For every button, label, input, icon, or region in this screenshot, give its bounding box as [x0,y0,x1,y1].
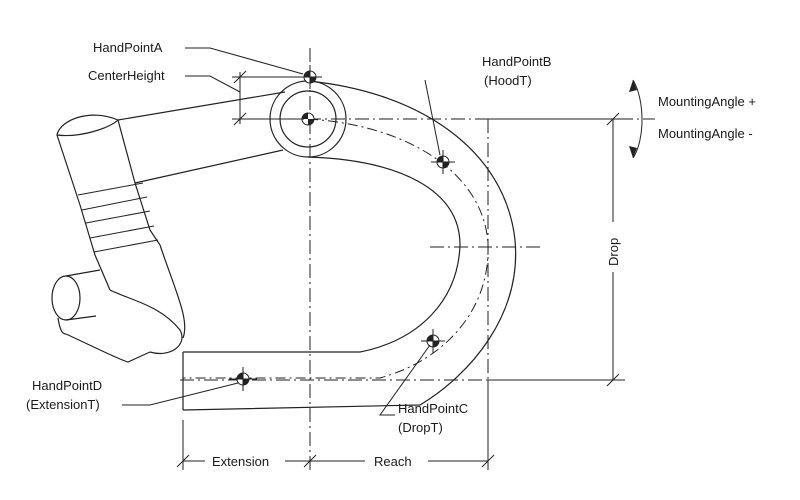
hand-point-a-label: HandPointA [93,40,163,55]
extension-label: Extension [212,454,269,469]
hand-point-d-label: HandPointD [32,378,102,393]
mounting-angle-plus-label: MountingAngle + [658,94,756,109]
extension-t-label: (ExtensionT) [26,397,100,412]
center-height-label: CenterHeight [88,68,165,83]
reach-label: Reach [374,454,412,469]
hand-point-b-label: HandPointB [482,54,551,69]
drop-label: Drop [606,238,621,266]
hand-point-d-marker [229,367,257,391]
mounting-angle-indicator [629,79,643,159]
mounting-angle-minus-label: MountingAngle - [658,126,753,141]
hand-point-c-marker [421,329,445,353]
stem-drawing [51,91,286,363]
handlebar-outline [182,80,517,411]
leader-lines [122,47,441,416]
hand-point-b-marker [431,150,455,174]
drop-dimension [488,112,622,387]
extension-reach-dimension [176,380,495,470]
center-height-dimension [232,70,304,126]
drop-t-label: (DropT) [398,420,443,435]
hood-t-label: (HoodT) [484,73,532,88]
hand-point-markers [229,65,455,391]
hand-point-c-label: HandPointC [398,401,468,416]
